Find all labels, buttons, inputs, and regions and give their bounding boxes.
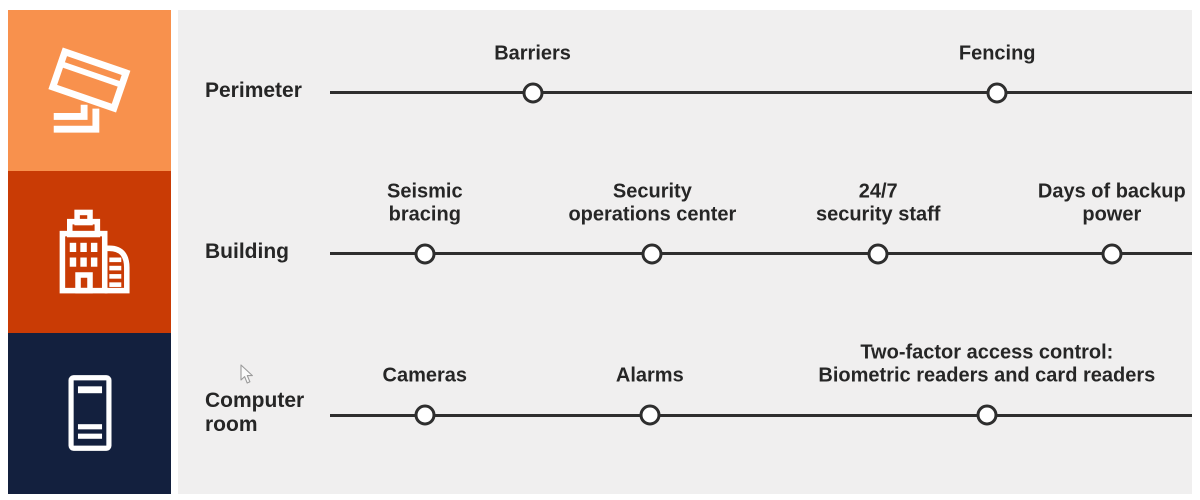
node-label-fencing: Fencing: [958, 42, 1036, 64]
node-label-security-operations-center: Security operations center: [568, 180, 737, 226]
timeline-line-computer-room: [330, 413, 1192, 417]
row-label-perimeter: Perimeter: [205, 78, 302, 102]
sidebar-block-building: [8, 171, 171, 333]
node-label-barriers: Barriers: [494, 42, 571, 64]
timeline-line-building: [330, 252, 1192, 256]
sidebar-block-perimeter: [8, 10, 171, 172]
building-icon: [59, 209, 130, 294]
server-rack-icon: [68, 375, 111, 452]
node-label-two-factor-access-control: Two-factor access control: Biometric rea…: [818, 341, 1156, 387]
node-security-operations-center: Security operations center: [568, 180, 736, 265]
node-cameras: Cameras: [383, 365, 467, 426]
row-perimeter: Perimeter Barriers Fencing: [178, 10, 1192, 171]
node-247-security-staff: 24/7 security staff: [816, 180, 940, 265]
node-label-247-security-staff: 24/7 security staff: [815, 180, 941, 226]
node-label-days-of-backup-power: Days of backup power: [1037, 180, 1186, 226]
node-label-cameras: Cameras: [382, 364, 468, 387]
node-fencing: Fencing: [959, 42, 1036, 103]
row-label-computer-room: Computer room: [205, 389, 305, 437]
row-label-building: Building: [205, 239, 289, 263]
mouse-cursor-icon: [240, 364, 253, 384]
sidebar: [8, 10, 171, 494]
node-label-alarms: Alarms: [615, 364, 684, 387]
node-alarms: Alarms: [616, 365, 684, 426]
node-seismic-bracing: Seismic bracing: [387, 180, 463, 265]
timeline-line-perimeter: [330, 91, 1192, 94]
row-building: Building Seismic bracing Security operat…: [178, 171, 1192, 332]
node-two-factor-access-control: Two-factor access control: Biometric rea…: [818, 342, 1155, 426]
timeline-panel: Perimeter Barriers Fencing Building Seis…: [178, 10, 1192, 494]
node-days-of-backup-power: Days of backup power: [1038, 180, 1186, 265]
sidebar-block-computer-room: [8, 332, 171, 494]
timeline-nodes-computer-room: Cameras Alarms Two-factor access control…: [330, 333, 1192, 494]
node-barriers: Barriers: [494, 42, 571, 103]
row-computer-room: Computer room Cameras Alarms Two-factor …: [178, 333, 1192, 494]
timeline-nodes-building: Seismic bracing Security operations cent…: [330, 171, 1192, 332]
timeline-nodes-perimeter: Barriers Fencing: [330, 10, 1192, 171]
security-camera-icon: [47, 47, 130, 133]
node-label-seismic-bracing: Seismic bracing: [387, 180, 463, 226]
